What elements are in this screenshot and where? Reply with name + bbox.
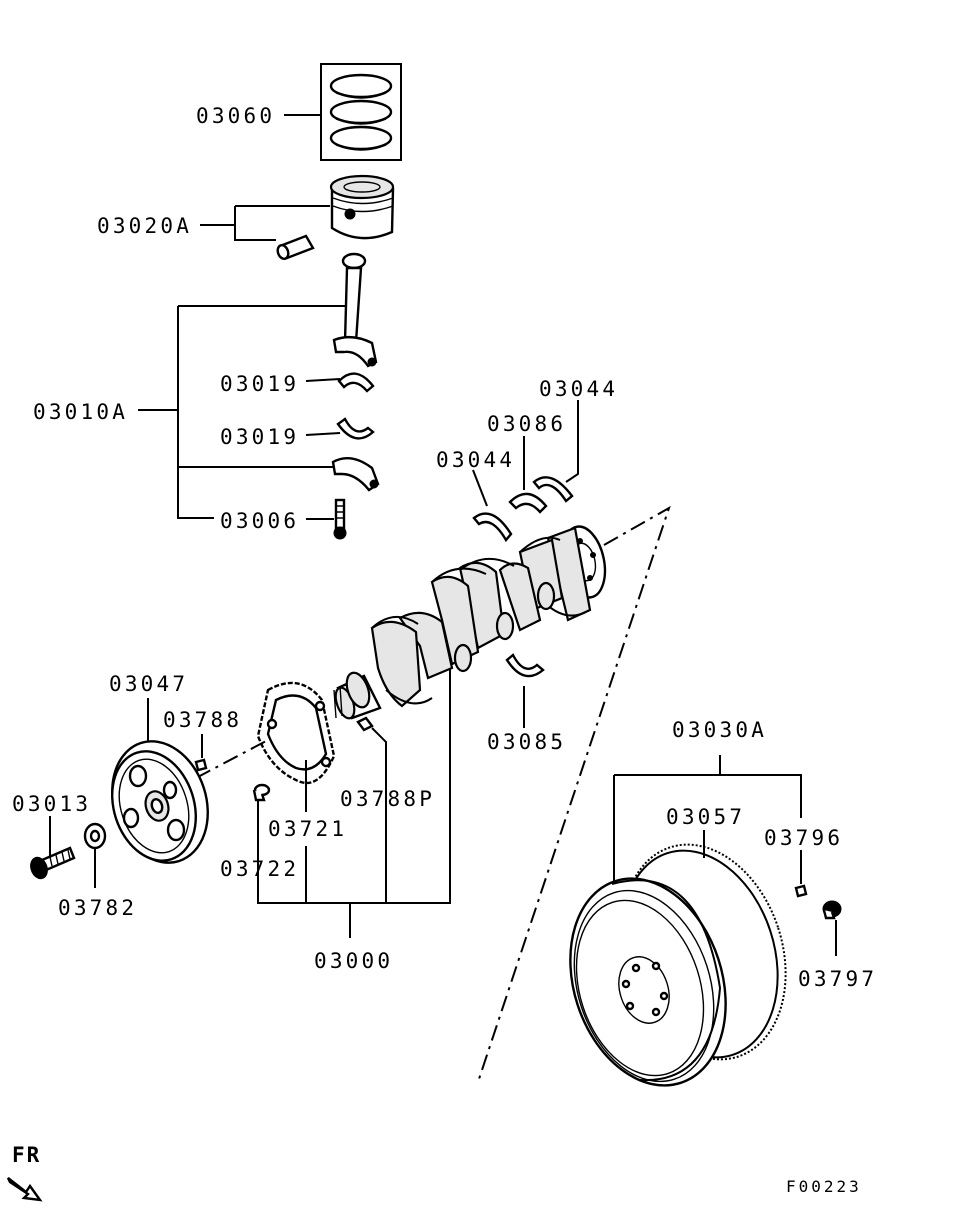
label-thrust-bearing-right[interactable]: 03044 [539,377,618,401]
flywheel-bolt[interactable] [822,900,842,920]
label-flywheel-assy[interactable]: 03030A [672,718,767,742]
label-main-bearing-lower[interactable]: 03085 [487,730,566,754]
piston-ring-oil[interactable] [329,125,393,151]
piston-rings-frame [320,63,402,161]
label-flywheel-bolt[interactable]: 03797 [798,967,877,991]
main-bearing-upper[interactable] [508,492,548,514]
label-conrod-assy[interactable]: 03010A [33,400,128,424]
thrust-bearing-right[interactable] [532,476,574,503]
crankshaft[interactable] [332,523,611,721]
front-direction-arrow-icon [6,1177,43,1202]
label-piston-assy[interactable]: 03020A [97,214,192,238]
label-ring-gear[interactable]: 03057 [666,805,745,829]
label-pulley-pin[interactable]: 03788 [163,708,242,732]
leader-03010a [177,306,214,519]
damper-pulley[interactable] [97,729,223,875]
label-plate-screw[interactable]: 03722 [220,857,299,881]
conrod-bearing-lower[interactable] [336,417,375,440]
pulley-bolt[interactable] [28,846,76,881]
piston[interactable] [329,174,395,240]
piston-ring-top[interactable] [329,73,393,99]
piston-pin[interactable] [276,234,315,260]
piston-ring-second[interactable] [329,99,393,125]
conrod-bolt[interactable] [333,498,347,540]
pulley-pin[interactable] [194,758,208,772]
leader-03000 [257,668,451,904]
label-crank-key[interactable]: 03788P [340,787,435,811]
label-main-bearing-upper[interactable]: 03086 [487,412,566,436]
label-crankshaft-assy[interactable]: 03000 [314,949,393,973]
conrod-cap[interactable] [331,456,380,492]
piston-rings-group[interactable] [320,63,402,161]
plate-screw[interactable] [252,783,271,802]
flywheel-assembly-boundary [475,505,671,1084]
figure-code: F00223 [786,1177,862,1196]
pulley-axis-line [195,739,269,779]
leader-03020a-pin [234,206,276,241]
label-conrod-bearing-upper[interactable]: 03019 [220,372,299,396]
label-pulley-bolt[interactable]: 03013 [12,792,91,816]
label-damper-pulley[interactable]: 03047 [109,672,188,696]
label-thrust-bearing-left[interactable]: 03044 [436,448,515,472]
thrust-bearing-left[interactable] [472,512,513,543]
conrod-bearing-upper[interactable] [337,372,375,393]
label-sensor-plate[interactable]: 03721 [268,817,347,841]
label-washer[interactable]: 03782 [58,896,137,920]
sensor-plate[interactable] [256,681,336,785]
leader-03030a [614,774,802,818]
flywheel[interactable] [545,858,751,1105]
label-flywheel-pin[interactable]: 03796 [764,826,843,850]
front-direction-label: FR [12,1143,41,1167]
label-conrod-bolt[interactable]: 03006 [220,509,299,533]
washer[interactable] [83,822,107,850]
crank-key[interactable] [356,716,374,732]
label-conrod-bearing-lower[interactable]: 03019 [220,425,299,449]
label-piston-rings[interactable]: 03060 [196,104,275,128]
main-bearing-lower[interactable] [505,653,545,678]
connecting-rod[interactable] [332,252,378,368]
flywheel-pin[interactable] [794,884,808,898]
